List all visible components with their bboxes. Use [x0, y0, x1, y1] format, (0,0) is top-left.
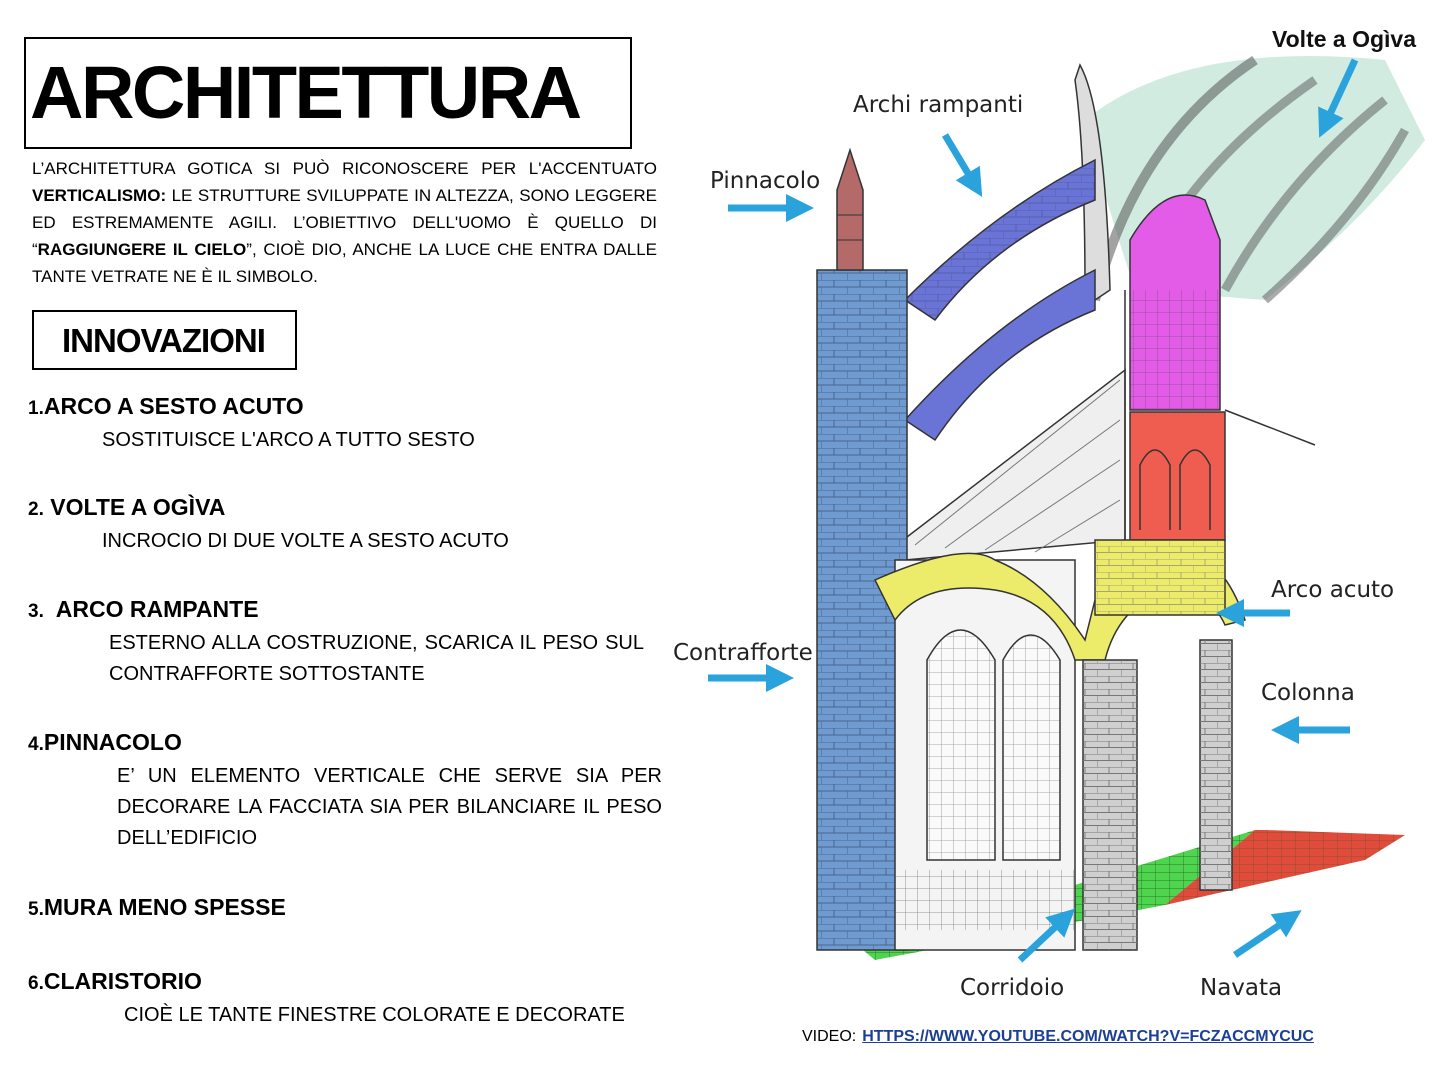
item-desc-4: E’ UN ELEMENTO VERTICALE CHE SERVE SIA P…	[117, 765, 662, 849]
intro-bold-2: RAGGIUNGERE IL CIELO	[37, 240, 247, 259]
item-desc-3: ESTERNO ALLA COSTRUZIONE, SCARICA IL PES…	[109, 632, 644, 685]
intro-text-2: LE STRUTTURE SVILUPPATE IN ALTEZZA, SONO…	[32, 186, 657, 259]
item-number: 1.	[28, 398, 44, 419]
innovations-box: INNOVAZIONI	[32, 310, 297, 370]
gothic-cathedral-diagram: Volte a Ogìva Archi rampanti Pinnacolo C…	[673, 26, 1425, 1001]
item-title-text: VOLTE A OGÌVA	[50, 494, 226, 520]
item-number: 5.	[28, 899, 44, 920]
item-number: 3.	[28, 601, 44, 622]
flying-buttress-lower	[903, 268, 1096, 442]
label-corridoio: Corridoio	[960, 975, 1064, 1001]
arrow-archi-rampanti	[941, 133, 983, 198]
video-line: VIDEO: HTTPS://WWW.YOUTUBE.COM/WATCH?V=FC…	[802, 1027, 1314, 1047]
item-title-text: MURA MENO SPESSE	[43, 894, 286, 920]
label-volte: Volte a Ogìva	[1272, 26, 1416, 52]
intro-paragraph: L’ARCHITETTURA GOTICA SI PUÒ RICONOSCERE…	[32, 155, 657, 290]
label-arco-acuto: Arco acuto	[1271, 577, 1394, 603]
innovations-title: INNOVAZIONI	[62, 322, 266, 359]
pinnacle	[836, 147, 864, 271]
item-title-text: CLARISTORIO	[43, 968, 202, 994]
item-desc-2: INCROCIO DI DUE VOLTE A SESTO ACUTO	[102, 530, 509, 552]
label-contrafforte: Contrafforte	[673, 640, 813, 666]
arrow-corridoio	[1017, 908, 1076, 963]
video-label: VIDEO:	[802, 1028, 857, 1045]
label-pinnacolo: Pinnacolo	[710, 168, 820, 194]
item-number: 4.	[28, 734, 44, 755]
item-title-4: 4.PINNACOLO	[28, 728, 182, 759]
triforium	[1129, 411, 1226, 541]
video-link[interactable]: HTTPS://WWW.YOUTUBE.COM/WATCH?V=FCZACCMY…	[862, 1028, 1314, 1045]
item-title-text: PINNACOLO	[43, 729, 182, 755]
item-title-5: 5.MURA MENO SPESSE	[28, 893, 286, 924]
item-title-6: 6.CLARISTORIO	[28, 967, 202, 998]
item-number: 2.	[28, 499, 44, 520]
item-title-1: 1.ARCO A SESTO ACUTO	[28, 392, 304, 423]
item-desc-6: CIOÈ LE TANTE FINESTRE COLORATE E DECORA…	[124, 1004, 625, 1026]
item-number: 6.	[28, 973, 44, 994]
label-colonna: Colonna	[1261, 680, 1355, 706]
item-title-2: 2. VOLTE A OGÌVA	[28, 493, 225, 524]
label-navata: Navata	[1200, 975, 1282, 1001]
item-title-text: ARCO RAMPANTE	[55, 596, 259, 622]
label-archi-rampanti: Archi rampanti	[853, 92, 1023, 118]
intro-bold-1: VERTICALISMO:	[32, 186, 167, 205]
intro-text-3: ”, CIOÈ DIO, ANCHE LA LUCE CHE ENTRA DAL…	[32, 240, 657, 286]
item-desc-1: SOSTITUISCE L'ARCO A TUTTO SESTO	[102, 429, 475, 451]
item-title-3: 3. ARCO RAMPANTE	[28, 595, 259, 626]
item-title-text: ARCO A SESTO ACUTO	[43, 393, 304, 419]
arrow-navata	[1233, 910, 1302, 958]
intro-text-1: L’ARCHITETTURA GOTICA SI PUÒ RICONOSCERE…	[32, 159, 657, 178]
arrow-volte	[1318, 58, 1359, 138]
page-title: ARCHITETTURA	[30, 51, 582, 134]
title-box: ARCHITETTURA	[24, 37, 632, 149]
